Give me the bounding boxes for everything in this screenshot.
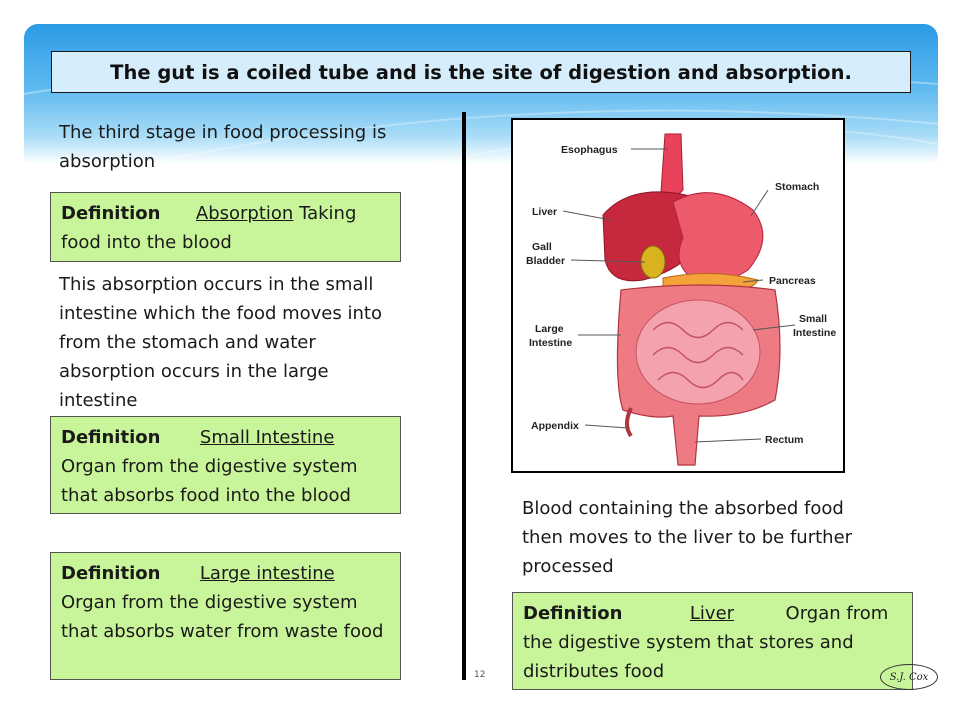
definition-text: Organ from the digestive system that sto… bbox=[523, 603, 889, 682]
label-small: Small bbox=[799, 313, 827, 325]
small-intestine-shape bbox=[635, 299, 761, 405]
definition-text: Organ from the digestive system that abs… bbox=[61, 456, 358, 506]
definition-term: Small Intestine bbox=[199, 427, 335, 448]
digestive-system-diagram: Esophagus Stomach Liver Gall Bladder Pan… bbox=[511, 118, 845, 473]
label-rectum: Rectum bbox=[765, 434, 804, 446]
definition-box-small-intestine: Definition Small Intestine Organ from th… bbox=[50, 416, 401, 514]
definition-term: Large intestine bbox=[199, 563, 335, 584]
header-banner bbox=[24, 24, 938, 164]
column-divider bbox=[462, 112, 466, 680]
intro-text-intestine: This absorption occurs in the small inte… bbox=[59, 274, 382, 411]
right-text-liver: Blood containing the absorbed food then … bbox=[522, 498, 853, 577]
author-logo: S.J. Cox bbox=[880, 664, 938, 690]
label-pancreas: Pancreas bbox=[769, 275, 816, 287]
label-large: Large bbox=[535, 323, 564, 335]
definition-text: Organ from the digestive system that abs… bbox=[61, 592, 384, 642]
label-bladder: Bladder bbox=[526, 255, 565, 267]
intro-text-absorption: The third stage in food processing is ab… bbox=[59, 122, 387, 172]
page-number: 12 bbox=[474, 670, 486, 680]
definition-term: Liver bbox=[689, 603, 735, 624]
definition-box-liver: Definition Liver Organ from the digestiv… bbox=[512, 592, 913, 690]
definition-label: Definition bbox=[61, 203, 161, 224]
definition-term: Absorption bbox=[195, 203, 294, 224]
definition-box-absorption: Definition Absorption Taking food into t… bbox=[50, 192, 401, 262]
label-gall: Gall bbox=[532, 241, 552, 253]
definition-box-large-intestine: Definition Large intestine Organ from th… bbox=[50, 552, 401, 680]
label-large-intestine: Intestine bbox=[529, 337, 572, 349]
appendix-shape bbox=[625, 407, 633, 438]
definition-text: Taking food into the blood bbox=[61, 203, 357, 253]
label-stomach: Stomach bbox=[775, 181, 819, 193]
slide-title: The gut is a coiled tube and is the site… bbox=[51, 51, 911, 93]
intestine-coils bbox=[652, 321, 744, 389]
definition-label: Definition bbox=[523, 603, 623, 624]
label-liver: Liver bbox=[532, 206, 557, 218]
definition-label: Definition bbox=[61, 427, 161, 448]
label-esophagus: Esophagus bbox=[561, 144, 618, 156]
stomach-shape bbox=[672, 192, 764, 282]
label-small-intestine: Intestine bbox=[793, 327, 836, 339]
label-appendix: Appendix bbox=[531, 420, 579, 432]
definition-label: Definition bbox=[61, 563, 161, 584]
